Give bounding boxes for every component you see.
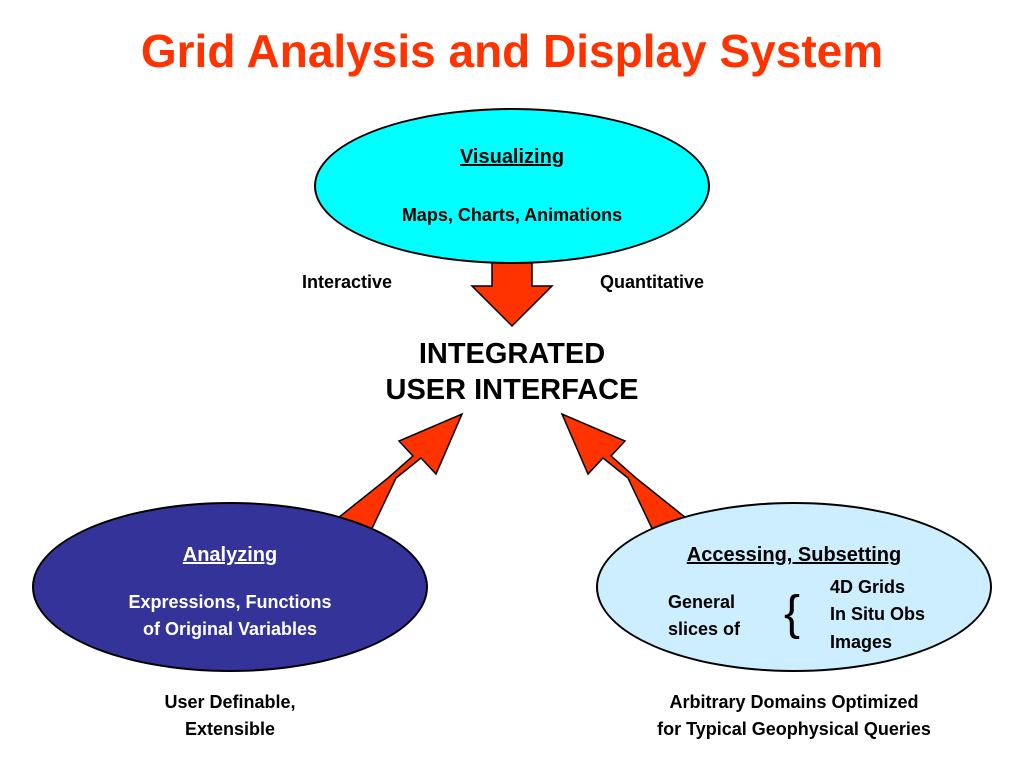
page-title: Grid Analysis and Display System — [140, 25, 884, 77]
general-line2: slices of — [668, 619, 741, 639]
analyzing-caption-line1: User Definable, — [164, 692, 296, 712]
interactive-label: Interactive — [302, 272, 393, 292]
quantitative-label: Quantitative — [600, 272, 705, 292]
down-arrow — [470, 261, 554, 328]
accessing-item-images: Images — [830, 632, 893, 652]
accessing-item-in-situ-obs: In Situ Obs — [830, 604, 926, 624]
accessing-caption-line2: for Typical Geophysical Queries — [657, 719, 931, 739]
analyzing-line2: of Original Variables — [142, 619, 318, 639]
accessing-heading: Accessing, Subsetting — [686, 544, 902, 566]
analyzing-caption-line2: Extensible — [184, 719, 276, 739]
accessing-caption-line1: Arbitrary Domains Optimized — [669, 692, 919, 712]
accessing-ellipse — [596, 502, 992, 672]
analyzing-line1: Expressions, Functions — [128, 592, 332, 612]
accessing-item-4d-grids: 4D Grids — [830, 577, 906, 597]
visualizing-heading: Visualizing — [459, 146, 565, 168]
integrated-line1: INTEGRATED — [418, 338, 606, 370]
analyzing-ellipse — [32, 502, 428, 672]
integrated-user-interface: INTEGRATED USER INTERFACE — [312, 336, 712, 408]
integrated-line2: USER INTERFACE — [385, 374, 639, 406]
general-line1: General — [668, 592, 736, 612]
visualizing-subtitle: Maps, Charts, Animations — [401, 205, 623, 225]
brace-symbol: { — [784, 587, 801, 640]
analyzing-heading: Analyzing — [182, 544, 278, 566]
visualizing-ellipse — [314, 108, 710, 264]
